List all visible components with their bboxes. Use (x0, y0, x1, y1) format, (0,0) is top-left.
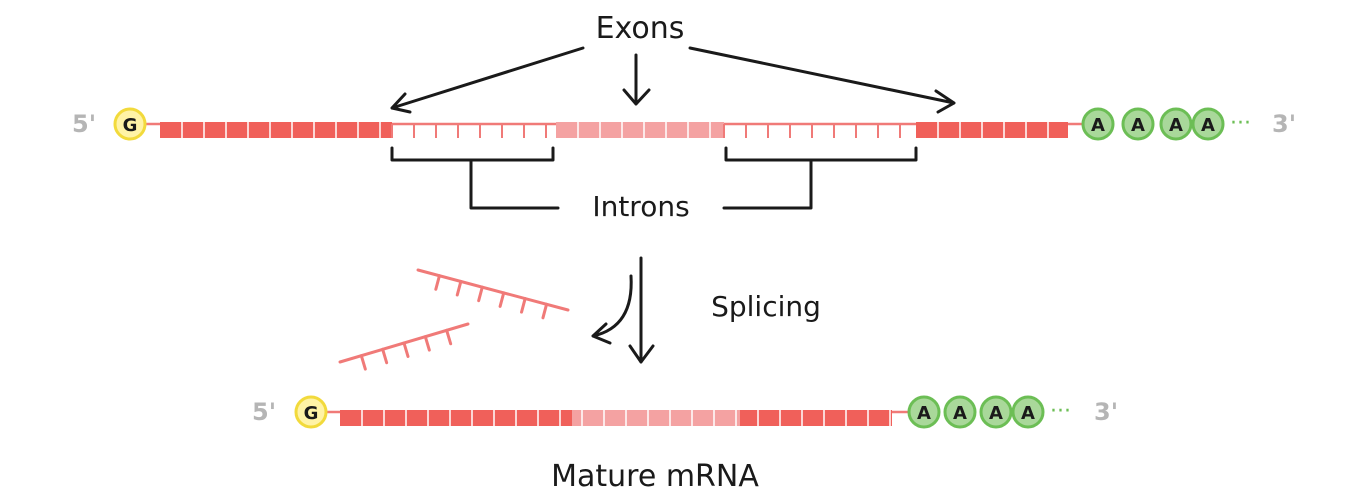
mature-mrna-label: Mature mRNA (551, 459, 759, 494)
pre-mrna-tail-dots: ··· (1230, 111, 1251, 136)
intron-bracket-left (390, 146, 555, 162)
excised-intron-backbone (416, 268, 570, 312)
mature-exon-2 (572, 410, 740, 426)
exon-arrow-left (390, 46, 585, 114)
mature-exon-1 (340, 410, 572, 426)
pre-mrna-tail-a2: A (1131, 115, 1145, 136)
excised-intron-tick (445, 328, 453, 346)
exon-1 (160, 122, 392, 138)
mature-exon-3 (740, 410, 892, 426)
mature-three-prime-label: 3' (1094, 398, 1118, 426)
pre-mrna: 5' G A A A A ··· 3' (72, 107, 1296, 141)
intron-connector (469, 158, 813, 210)
mature-mrna-ticks (361, 410, 891, 426)
excised-intron-tick (381, 347, 389, 365)
mature-poly-a-tail: A A A A ··· (907, 395, 1071, 429)
pre-mrna-five-prime-label: 5' (72, 110, 96, 138)
splicing-label: Splicing (711, 290, 821, 323)
pre-mrna-cap: G (113, 107, 147, 141)
exon-2 (556, 122, 724, 138)
excised-intron-tick (359, 354, 367, 371)
pre-mrna-tail-a1: A (1091, 115, 1105, 136)
excised-introns (338, 268, 570, 371)
excised-intron-tick (498, 291, 506, 308)
excised-intron-tick (455, 279, 463, 297)
mature-tail-a1: A (917, 403, 931, 424)
excised-intron-tick (402, 341, 410, 358)
mature-tail-a2: A (953, 403, 967, 424)
pre-mrna-poly-a-tail: A A A A ··· (1081, 107, 1251, 141)
exons-label: Exons (596, 11, 685, 46)
mature-cap-label: G (304, 403, 319, 424)
splicing-arrow (591, 256, 655, 364)
mature-mrna: 5' G A A A A ··· 3' (252, 395, 1118, 429)
exon-3 (916, 122, 1068, 138)
exon-arrow-middle (622, 53, 651, 106)
mature-five-prime-label: 5' (252, 398, 276, 426)
pre-mrna-cap-label: G (123, 115, 138, 136)
pre-mrna-tail-a3: A (1169, 115, 1183, 136)
exon-pointer-arrows (390, 46, 956, 114)
pre-mrna-three-prime-label: 3' (1272, 110, 1296, 138)
excised-intron-tick (434, 274, 441, 291)
excised-intron-tick (477, 285, 484, 303)
exon-arrow-right (688, 46, 956, 114)
excised-intron-tick (423, 335, 431, 352)
mature-tail-a3: A (989, 403, 1003, 424)
excised-intron-tick (520, 297, 527, 314)
intron-brackets (390, 146, 918, 210)
introns-label: Introns (592, 190, 689, 223)
excised-intron-tick (541, 302, 549, 320)
mature-tail-a4: A (1021, 403, 1035, 424)
mature-cap: G (294, 395, 328, 429)
mature-tail-dots: ··· (1050, 399, 1071, 424)
pre-mrna-tail-a4: A (1201, 115, 1215, 136)
intron-bracket-right (724, 146, 918, 162)
pre-mrna-ticks (181, 122, 1049, 138)
